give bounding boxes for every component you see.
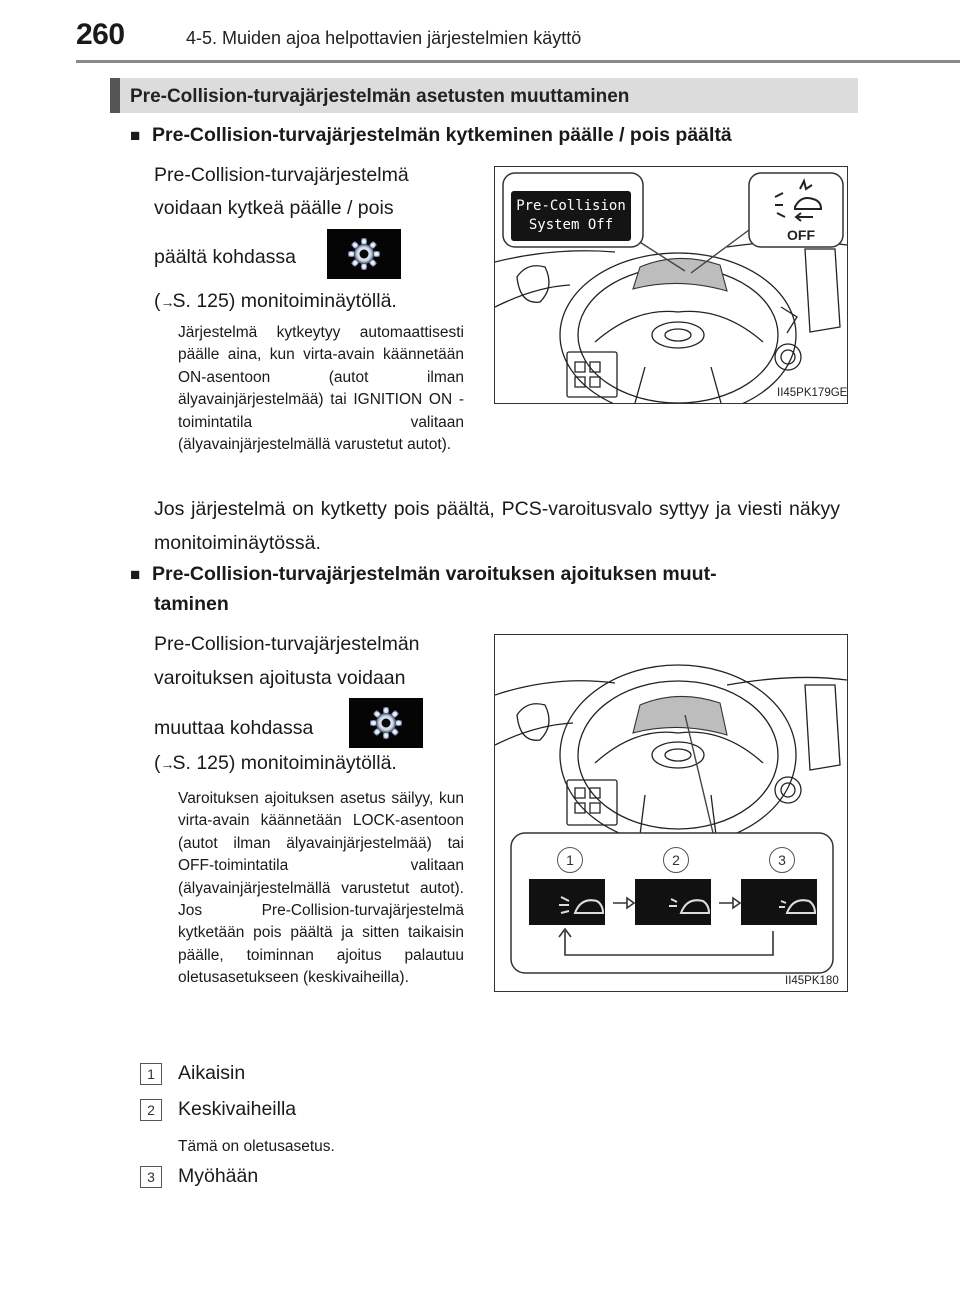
- settings-gear-icon: [327, 229, 401, 279]
- figure-code: II45PK180: [785, 975, 839, 987]
- figure-pcs-timing: 1 2 3 II45PK180: [494, 634, 848, 992]
- section-title: Pre-Collision-turvajärjestelmän asetuste…: [130, 86, 630, 107]
- subheading-2-cont: taminen: [154, 593, 229, 615]
- part2-line: muuttaa kohdassa: [154, 717, 314, 739]
- settings-gear-icon: [349, 698, 423, 748]
- section-title-box: [110, 78, 858, 113]
- subheading-1: ■ Pre-Collision-turvajärjestelmän kytkemi…: [130, 124, 732, 147]
- figure-pcs-off: OFF Pre-Collision System Off II45PK179GE: [494, 166, 848, 404]
- square-bullet-icon: ■: [130, 565, 141, 584]
- square-bullet-icon: ■: [130, 126, 141, 145]
- step-number-3: 3: [769, 847, 795, 873]
- part2-note: Varoituksen ajoituksen asetus säilyy, ku…: [178, 790, 464, 987]
- subheading-2-text: Pre-Collision-turvajärjestelmän varoituk…: [152, 563, 717, 585]
- part1-line: Pre-Collision-turvajärjestelmä: [154, 164, 409, 186]
- part2-body: Pre-Collision-turvajärjestelmän varoituk…: [154, 627, 484, 695]
- part1-line: päältä kohdassa: [154, 246, 297, 268]
- dashboard-illustration-1: OFF: [495, 172, 847, 403]
- part1-after-text: Jos järjestelmä on kytketty pois päältä,…: [154, 498, 840, 554]
- part1-body: Pre-Collision-turvajärjestelmä voidaan k…: [154, 158, 484, 225]
- part1-ref-line: (→S. 125) monitoiminäytöllä.: [154, 290, 397, 312]
- header-rule: [76, 60, 960, 63]
- arrow-right-icon: →: [160, 294, 175, 310]
- subheading-1-text: Pre-Collision-turvajärjestelmän kytkemin…: [152, 124, 732, 146]
- figure-code: II45PK179GE: [777, 387, 848, 399]
- option-label-1: Aikaisin: [178, 1062, 246, 1084]
- part2-line: Pre-Collision-turvajärjestelmän: [154, 633, 420, 655]
- page-number: 260: [76, 18, 125, 51]
- option-label-2: Keskivaiheilla: [178, 1098, 297, 1120]
- running-head: 4-5. Muiden ajoa helpottavien järjestelm…: [186, 28, 582, 48]
- subheading-2: ■ Pre-Collision-turvajärjestelmän varoitu…: [130, 563, 840, 586]
- option-number-2: 2: [140, 1099, 162, 1121]
- step-number-1: 1: [557, 847, 583, 873]
- part2-ref-line: (→S. 125) monitoiminäytöllä.: [154, 752, 397, 774]
- step-number-2: 2: [663, 847, 689, 873]
- option-number-3: 3: [140, 1166, 162, 1188]
- arrow-right-icon: →: [160, 756, 175, 772]
- mid-display-message: Pre-Collision System Off: [516, 198, 626, 233]
- part2-line: varoituksen ajoitusta voidaan: [154, 667, 406, 689]
- option-2-note: Tämä on oletusasetus.: [178, 1138, 335, 1155]
- pcs-indicator-off-text: OFF: [787, 227, 815, 243]
- part1-line: voidaan kytkeä päälle / pois: [154, 197, 394, 219]
- dashboard-illustration-2: [495, 664, 847, 974]
- option-label-3: Myöhään: [178, 1165, 259, 1187]
- option-number-1: 1: [140, 1063, 162, 1085]
- part1-note: Järjestelmä kytkeytyy automaattisesti pä…: [178, 324, 464, 454]
